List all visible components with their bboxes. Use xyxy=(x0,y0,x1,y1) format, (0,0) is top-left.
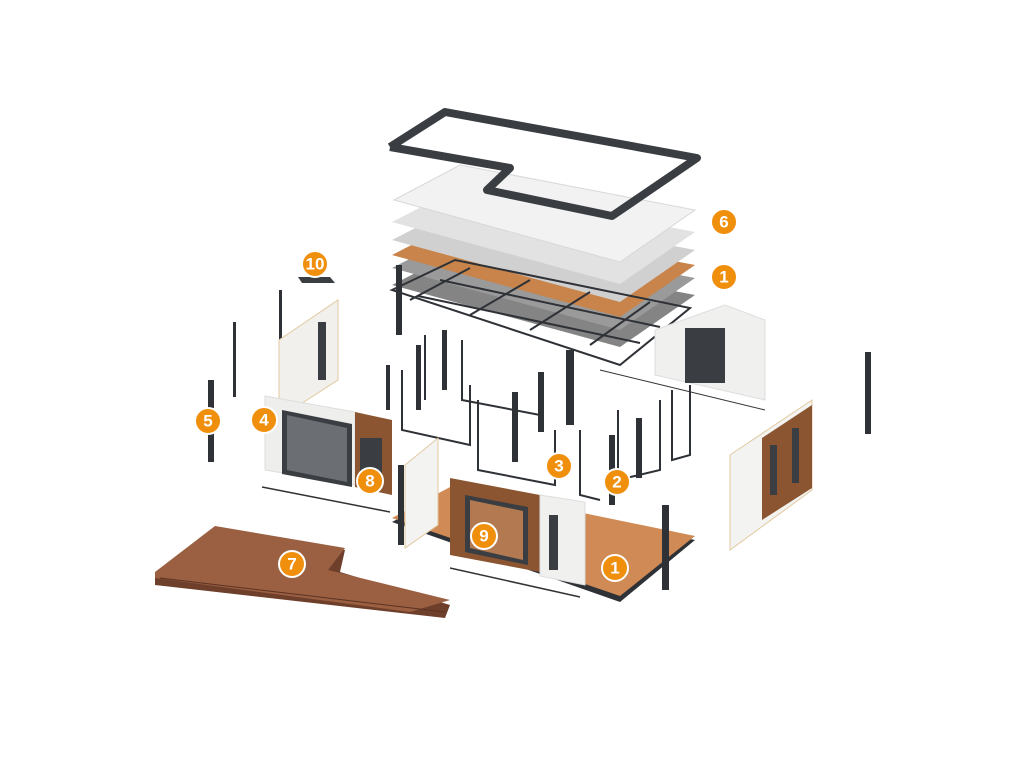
badge-10: 10 xyxy=(301,250,329,278)
skylight xyxy=(298,277,335,283)
svg-text:3: 3 xyxy=(554,457,563,476)
side-wall-left xyxy=(404,436,439,549)
badge-2: 2 xyxy=(603,468,631,496)
badge-5: 5 xyxy=(194,407,222,435)
svg-text:1: 1 xyxy=(719,268,728,287)
roof-frame xyxy=(387,108,701,220)
svg-text:8: 8 xyxy=(365,472,374,491)
side-wall-right xyxy=(729,399,813,551)
svg-text:2: 2 xyxy=(612,473,621,492)
svg-text:10: 10 xyxy=(306,255,325,274)
badge-1-roof: 1 xyxy=(710,263,738,291)
back-wall-left xyxy=(278,299,339,419)
svg-text:1: 1 xyxy=(610,559,619,578)
ground-lines xyxy=(261,369,766,598)
badge-1-floor: 1 xyxy=(601,554,629,582)
svg-text:6: 6 xyxy=(719,213,728,232)
badge-9: 9 xyxy=(470,522,498,550)
steel-grid xyxy=(389,258,693,367)
svg-text:9: 9 xyxy=(479,527,488,546)
svg-text:4: 4 xyxy=(259,411,269,430)
svg-text:5: 5 xyxy=(203,412,212,431)
roof-layers xyxy=(392,164,697,347)
wall-frames xyxy=(401,335,691,501)
badge-3: 3 xyxy=(545,452,573,480)
badge-6: 6 xyxy=(710,208,738,236)
svg-text:7: 7 xyxy=(287,555,296,574)
badge-7: 7 xyxy=(278,550,306,578)
back-wall-right xyxy=(654,304,766,401)
badge-4: 4 xyxy=(250,406,278,434)
badge-8: 8 xyxy=(356,467,384,495)
front-wall-center xyxy=(450,478,586,586)
